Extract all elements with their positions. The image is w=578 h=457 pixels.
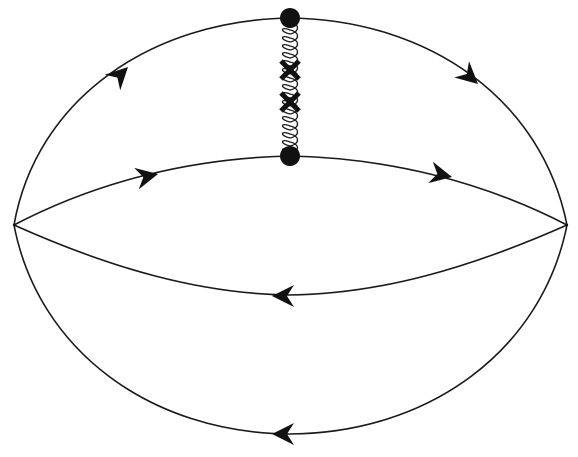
gluon-vertex-top bbox=[280, 8, 300, 28]
outer-bottom-propagator bbox=[13, 224, 568, 435]
arrow-head bbox=[454, 61, 478, 84]
cross-insertion bbox=[279, 91, 301, 113]
left-vertex bbox=[12, 223, 16, 227]
arrow-head bbox=[428, 161, 452, 184]
arrow-head bbox=[272, 285, 294, 307]
cross-insertion bbox=[279, 59, 301, 81]
arrow-head bbox=[134, 167, 158, 190]
inner-bottom-propagator bbox=[13, 224, 568, 296]
arrow-head bbox=[272, 423, 294, 445]
arrow-head bbox=[104, 67, 128, 91]
right-vertex bbox=[565, 223, 569, 227]
inner-top-propagator bbox=[13, 155, 568, 226]
gluon-vertex-bottom bbox=[280, 146, 300, 166]
gluon-line bbox=[281, 21, 299, 155]
